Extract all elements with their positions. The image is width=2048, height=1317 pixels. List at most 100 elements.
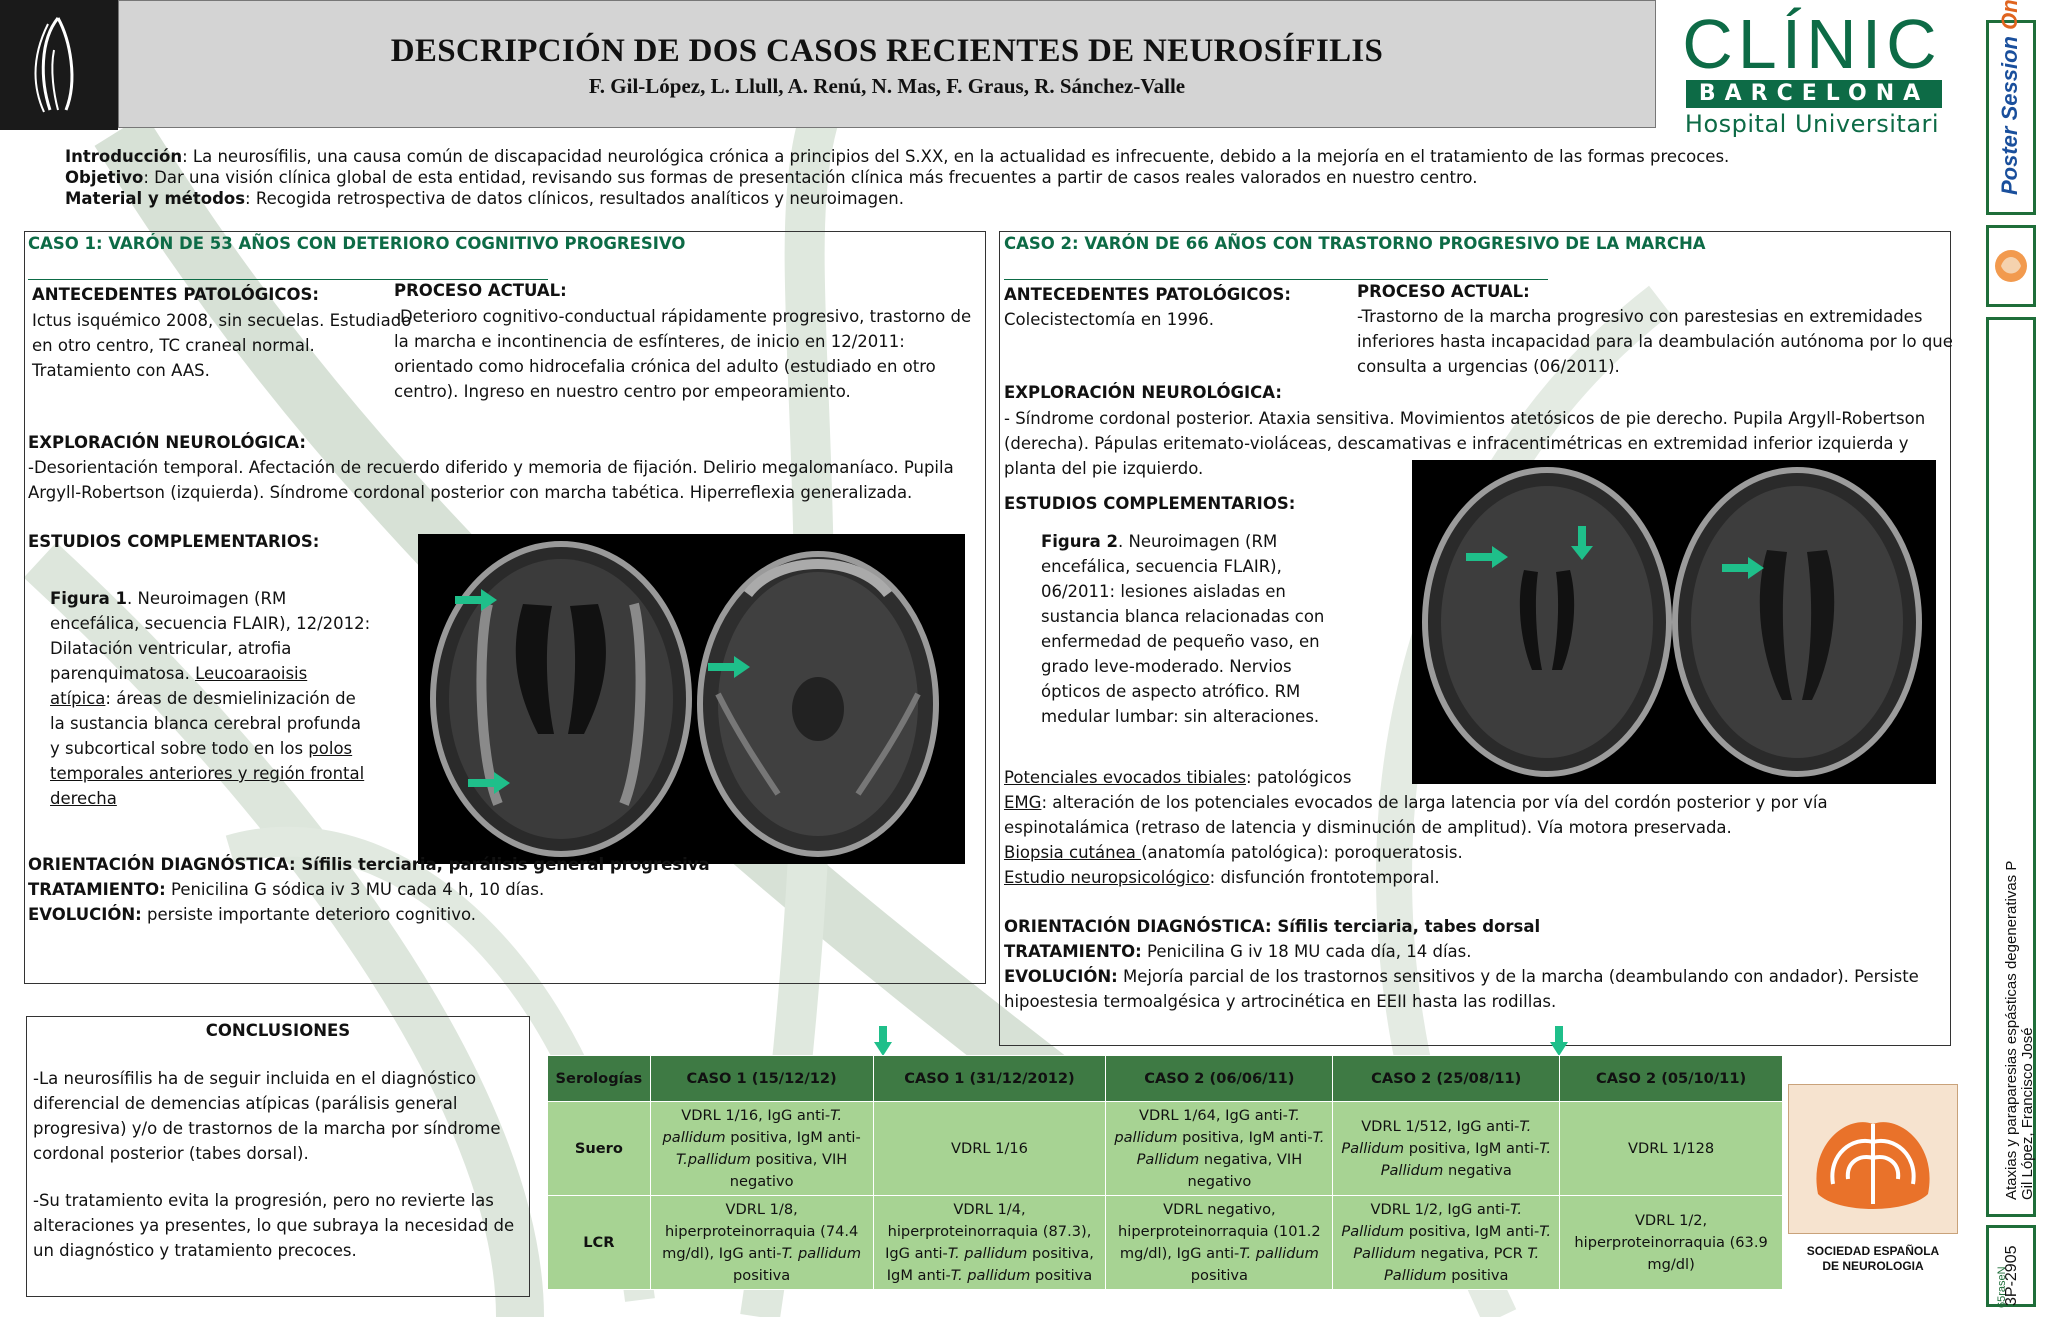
case1-proceso-text: -Deterioro cognitivo-conductual rápidame… (394, 304, 994, 404)
case1-estudios-heading: ESTUDIOS COMPLEMENTARIOS: (28, 532, 320, 551)
case1-ant-line: en otro centro, TC craneal normal. (32, 336, 315, 355)
case2-antecedentes-heading: ANTECEDENTES PATOLÓGICOS: (1004, 285, 1292, 304)
case2-estudios-heading: ESTUDIOS COMPLEMENTARIOS: (1004, 494, 1296, 513)
clinic-name: CLÍNIC (1682, 5, 1942, 83)
case1-fig-text: atípica (50, 689, 106, 708)
methods-label: Material y métodos (65, 189, 246, 208)
case1-exploracion-heading: EXPLORACIÓN NEUROLÓGICA: (28, 433, 306, 452)
poster-word: Poster (1997, 126, 2022, 195)
table-header-row: Serologías CASO 1 (15/12/12) CASO 1 (31/… (547, 1055, 1783, 1102)
table-header: CASO 2 (05/10/11) (1559, 1055, 1783, 1102)
arrow-down-icon (874, 1026, 892, 1056)
arrow-right-icon (708, 656, 750, 678)
case2-treatment: TRATAMIENTO: Penicilina G iv 18 MU cada … (1004, 939, 1954, 964)
case2-mri-image (1412, 460, 1936, 784)
session-word: Session (1997, 36, 2022, 121)
case2-evolution: EVOLUCIÓN: Mejoría parcial de los trasto… (1004, 964, 1954, 989)
table-cell: VDRL 1/16 (872, 1101, 1107, 1196)
case2-pe-label: Potenciales evocados tibiales (1004, 768, 1247, 787)
table-cell: VDRL 1/64, IgG anti-T. pallidum positiva… (1105, 1101, 1334, 1196)
case2-summary: ORIENTACIÓN DIAGNÓSTICA: Sífilis terciar… (1004, 914, 1954, 1014)
case2-fig-line: 06/2011: lesiones aisladas en (1041, 582, 1286, 601)
case2-fig-line: encefálica, secuencia FLAIR), (1041, 557, 1282, 576)
case2-neuropsi-label: Estudio neuropsicológico (1004, 868, 1210, 887)
methods-text: : Recogida retrospectiva de datos clínic… (245, 189, 904, 208)
case2-evolution-text: Mejoría parcial de los trastornos sensit… (1117, 967, 1919, 986)
case2-exploracion-heading: EXPLORACIÓN NEUROLÓGICA: (1004, 383, 1282, 402)
case1-fig-text: parenquimatosa. (50, 664, 196, 683)
case1-fig-text: polos (308, 739, 353, 758)
case2-fig-line: Figura 2. Neuroimagen (RM (1041, 529, 1331, 554)
case2-title: CASO 2: VARÓN DE 66 AÑOS CON TRASTORNO P… (1004, 234, 1706, 253)
objective-line: Objetivo: Dar una visión clínica global … (65, 167, 1765, 188)
case2-neuropsi-text: : disfunción frontotemporal. (1209, 868, 1440, 887)
concl-line: -Su tratamiento evita la progresión, per… (33, 1191, 494, 1210)
case1-evolution-label: EVOLUCIÓN: (28, 905, 142, 924)
case2-fig-line: enfermedad de pequeño vaso, en (1041, 632, 1320, 651)
table-header: CASO 1 (15/12/12) (649, 1055, 874, 1102)
table-row: Suero VDRL 1/16, IgG anti-T. pallidum po… (547, 1101, 1783, 1196)
table-row-label: LCR (547, 1195, 651, 1290)
arrow-right-icon (1722, 557, 1764, 579)
figure1-label: Figura 1 (50, 589, 127, 608)
case2-studies-text: Potenciales evocados tibiales: patológic… (1004, 765, 1954, 890)
intro-line: Introducción: La neurosífilis, una causa… (65, 146, 1765, 167)
case2-emg-text: : alteración de los potenciales evocados… (1041, 793, 1828, 812)
case2-exploracion-text: - Síndrome cordonal posterior. Ataxia se… (1004, 406, 1954, 481)
table-header: Serologías (547, 1055, 651, 1102)
case2-fig-line: medular lumbar: sin alteraciones. (1041, 707, 1320, 726)
right-sidebar: Poster Session Online Ataxias y parapare… (1986, 0, 2038, 1310)
clinic-city: BARCELONA (1686, 80, 1942, 108)
case1-ant-line: Ictus isquémico 2008, sin secuelas. Estu… (32, 311, 412, 330)
case2-biopsia-label: Biopsia cutánea (1004, 843, 1142, 862)
case1-proceso-heading: PROCESO ACTUAL: (394, 281, 567, 300)
case2-biopsia-text: (anatomía patológica): poroqueratosis. (1141, 843, 1463, 862)
case2-emg-label: EMG (1004, 793, 1042, 812)
case1-fig-text: . Neuroimagen (RM (126, 589, 287, 608)
case1-figure-caption: Figura 1. Neuroimagen (RM encefálica, se… (50, 586, 380, 811)
case1-diagnosis: ORIENTACIÓN DIAGNÓSTICA: Sífilis terciar… (28, 855, 710, 874)
case2-panel (999, 231, 1951, 1046)
table-cell: VDRL 1/128 (1559, 1101, 1783, 1196)
case2-evolution-label: EVOLUCIÓN: (1004, 967, 1118, 986)
case1-proc-line: orientado como hidrocefalia crónica del … (394, 357, 936, 376)
case1-title: CASO 1: VARÓN DE 53 AÑOS CON DETERIORO C… (28, 234, 686, 253)
case2-fig-line: sustancia blanca relacionadas con (1041, 607, 1325, 626)
case1-treatment-label: TRATAMIENTO: (28, 880, 166, 899)
table-cell: VDRL 1/2, IgG anti-T. Pallidum positiva,… (1332, 1195, 1561, 1290)
case2-fig-line: grado leve-moderado. Nervios (1041, 657, 1292, 676)
methods-line: Material y métodos: Recogida retrospecti… (65, 188, 1765, 209)
arrow-right-icon (455, 589, 497, 611)
case1-evolution: EVOLUCIÓN: persiste importante deterioro… (28, 902, 988, 927)
concl-line: -La neurosífilis ha de seguir incluida e… (33, 1069, 477, 1088)
case1-proc-line: -Deterioro cognitivo-conductual rápidame… (394, 307, 972, 326)
case1-fig-text: Leucoaraoisis (195, 664, 308, 683)
case1-fig-line: temporales anteriores y región frontal (50, 764, 365, 783)
table-header: CASO 2 (25/08/11) (1332, 1055, 1561, 1102)
case1-summary: ORIENTACIÓN DIAGNÓSTICA: Sífilis terciar… (28, 852, 988, 927)
concl-line: progresiva) y/o de trastornos de la marc… (33, 1119, 501, 1138)
concl-line: alteraciones ya presentes, lo que subray… (33, 1216, 515, 1235)
case1-proc-line: centro). Ingreso en nuestro centro por e… (394, 382, 851, 401)
case1-fig-line: Dilatación ventricular, atrofia (50, 639, 292, 658)
online-word: Online (1997, 0, 2022, 30)
table-cell: VDRL 1/16, IgG anti-T. pallidum positiva… (649, 1101, 874, 1196)
poster-title: DESCRIPCIÓN DE DOS CASOS RECIENTES DE NE… (390, 33, 1384, 69)
case1-mri-image (418, 534, 965, 864)
case2-pe-line: Potenciales evocados tibiales: patológic… (1004, 765, 1954, 790)
case1-title-underline (28, 279, 548, 280)
sidebar-footer-text: 65raseN (1996, 1266, 2008, 1308)
sen-logo: SOCIEDAD ESPAÑOLA DE NEUROLOGIA (1787, 1083, 1959, 1274)
session-author: Gil López, Francisco José (2019, 1027, 2036, 1200)
case1-antecedentes-text: Ictus isquémico 2008, sin secuelas. Estu… (32, 308, 412, 383)
table-header: CASO 2 (06/06/11) (1105, 1055, 1334, 1102)
case1-fig-line: atípica: áreas de desmielinización de (50, 686, 380, 711)
case2-emg-line2: espinotalámica (retraso de latencia y di… (1004, 818, 1732, 837)
case1-expl-line: Argyll-Robertson (izquierda). Síndrome c… (28, 483, 913, 502)
case2-proceso-heading: PROCESO ACTUAL: (1357, 282, 1530, 301)
conclusions-title: CONCLUSIONES (205, 1021, 351, 1040)
case1-fig-text: : áreas de desmielinización de (105, 689, 356, 708)
clinic-logo: CLÍNIC BARCELONA Hospital Universitari (1682, 5, 1942, 142)
case1-proc-line: la marcha e incontinencia de esfínteres,… (394, 332, 905, 351)
case2-treatment-label: TRATAMIENTO: (1004, 942, 1142, 961)
